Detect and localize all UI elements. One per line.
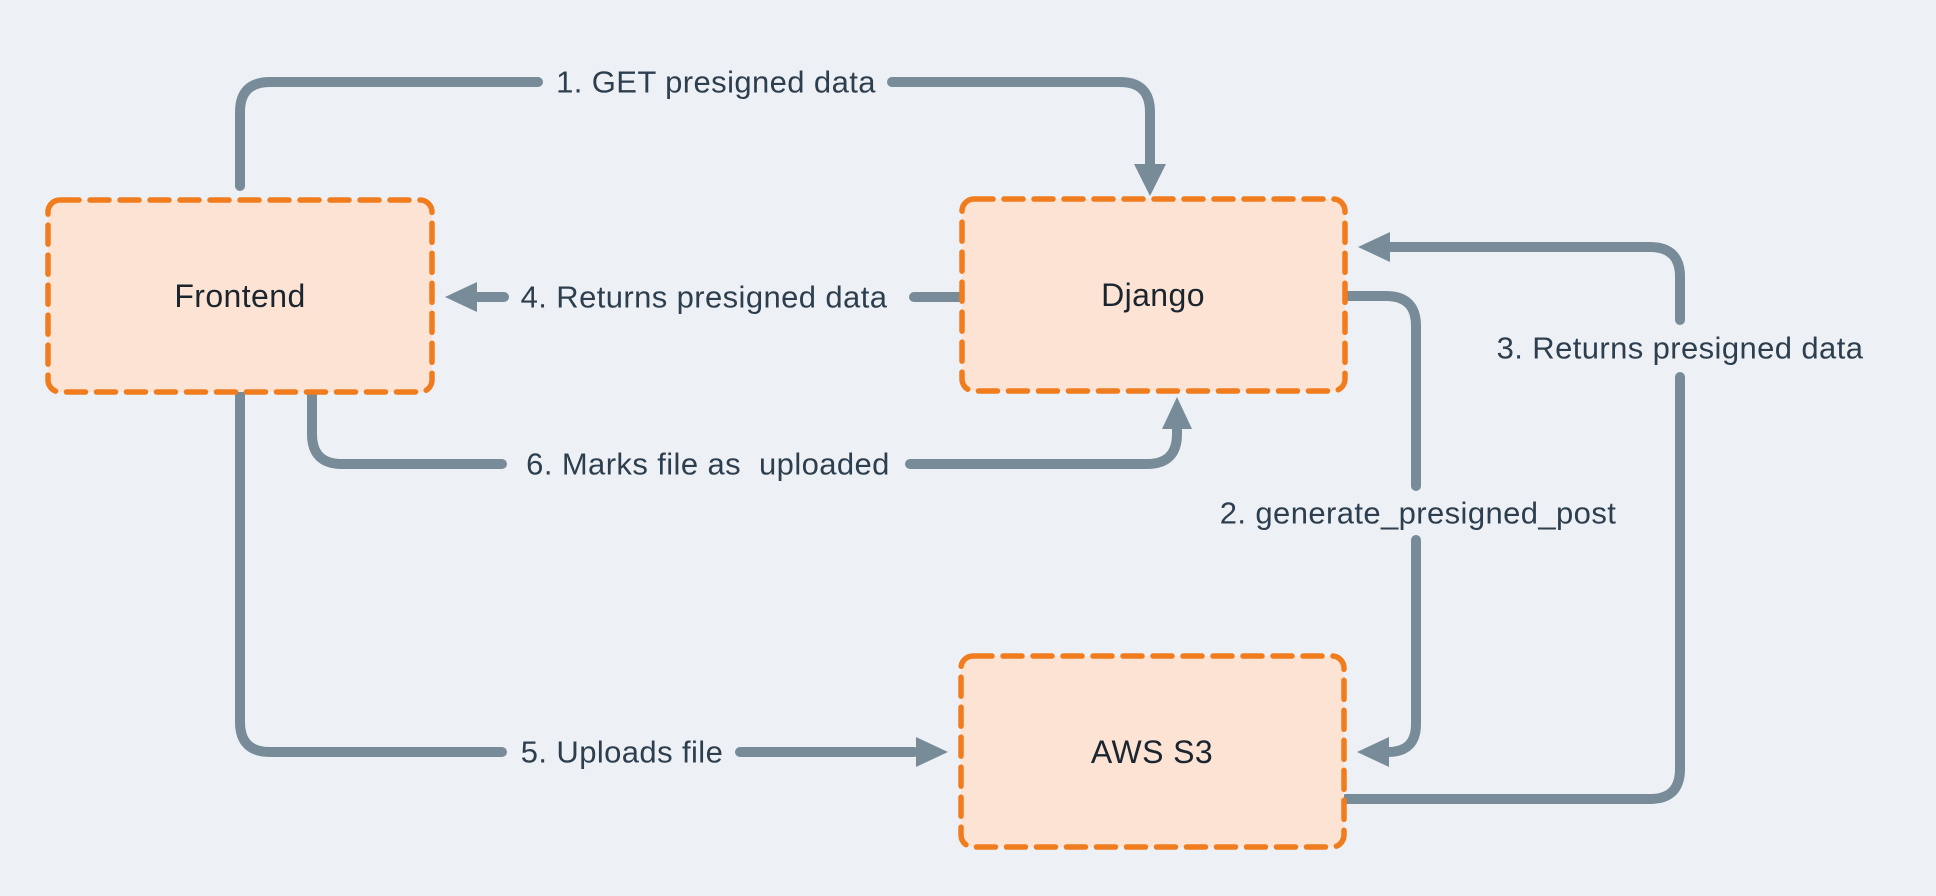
arrow-5-uploads-file: 5. Uploads file — [235, 389, 948, 770]
arrow-4-returns-presigned-data: 4. Returns presigned data — [445, 280, 967, 315]
arrow-2-arrowhead-left-icon — [1357, 737, 1389, 767]
arrow-3-returns-presigned-data: 3. Returns presigned data — [1341, 232, 1864, 804]
arrow-6-line-right — [905, 425, 1182, 469]
arrow-6-line-left — [307, 389, 507, 469]
arrow-4-label: 4. Returns presigned data — [521, 280, 888, 315]
arrow-1-line-right — [887, 77, 1155, 171]
node-aws-s3: AWS S3 — [958, 653, 1347, 850]
aws-s3-box — [958, 653, 1347, 850]
aws-s3-label: AWS S3 — [1091, 734, 1213, 770]
arrow-3-line-top — [1386, 242, 1685, 325]
arrow-6-label: 6. Marks file as uploaded — [526, 447, 890, 482]
arrow-2-generate-presigned-post: 2. generate_presigned_post — [1220, 291, 1616, 767]
arrow-3-line-bottom — [1341, 372, 1685, 804]
arrow-6-marks-file-uploaded: 6. Marks file as uploaded — [307, 389, 1192, 482]
arrow-4-arrowhead-left-icon — [445, 282, 477, 312]
arrow-2-label: 2. generate_presigned_post — [1220, 496, 1616, 531]
arrow-5-label: 5. Uploads file — [521, 735, 723, 770]
frontend-box — [45, 197, 435, 395]
frontend-label: Frontend — [174, 278, 305, 314]
node-django: Django — [959, 196, 1348, 394]
arrow-1-arrowhead-down-icon — [1134, 164, 1166, 196]
arrow-1-get-presigned-data: 1. GET presigned data — [235, 65, 1166, 196]
arrow-2-line-bottom — [1383, 535, 1421, 757]
arrow-3-arrowhead-left-icon — [1358, 232, 1390, 262]
django-box — [959, 196, 1348, 394]
arrow-3-label: 3. Returns presigned data — [1497, 331, 1864, 366]
arrow-6-arrowhead-up-icon — [1162, 397, 1192, 429]
arrow-1-line-left — [235, 77, 543, 191]
arrow-5-arrowhead-right-icon — [916, 737, 948, 767]
django-label: Django — [1101, 277, 1205, 313]
node-frontend: Frontend — [45, 197, 435, 395]
arrow-1-label: 1. GET presigned data — [556, 65, 876, 100]
arrow-2-line-top — [1340, 291, 1421, 491]
arrow-5-line-left — [235, 389, 507, 757]
